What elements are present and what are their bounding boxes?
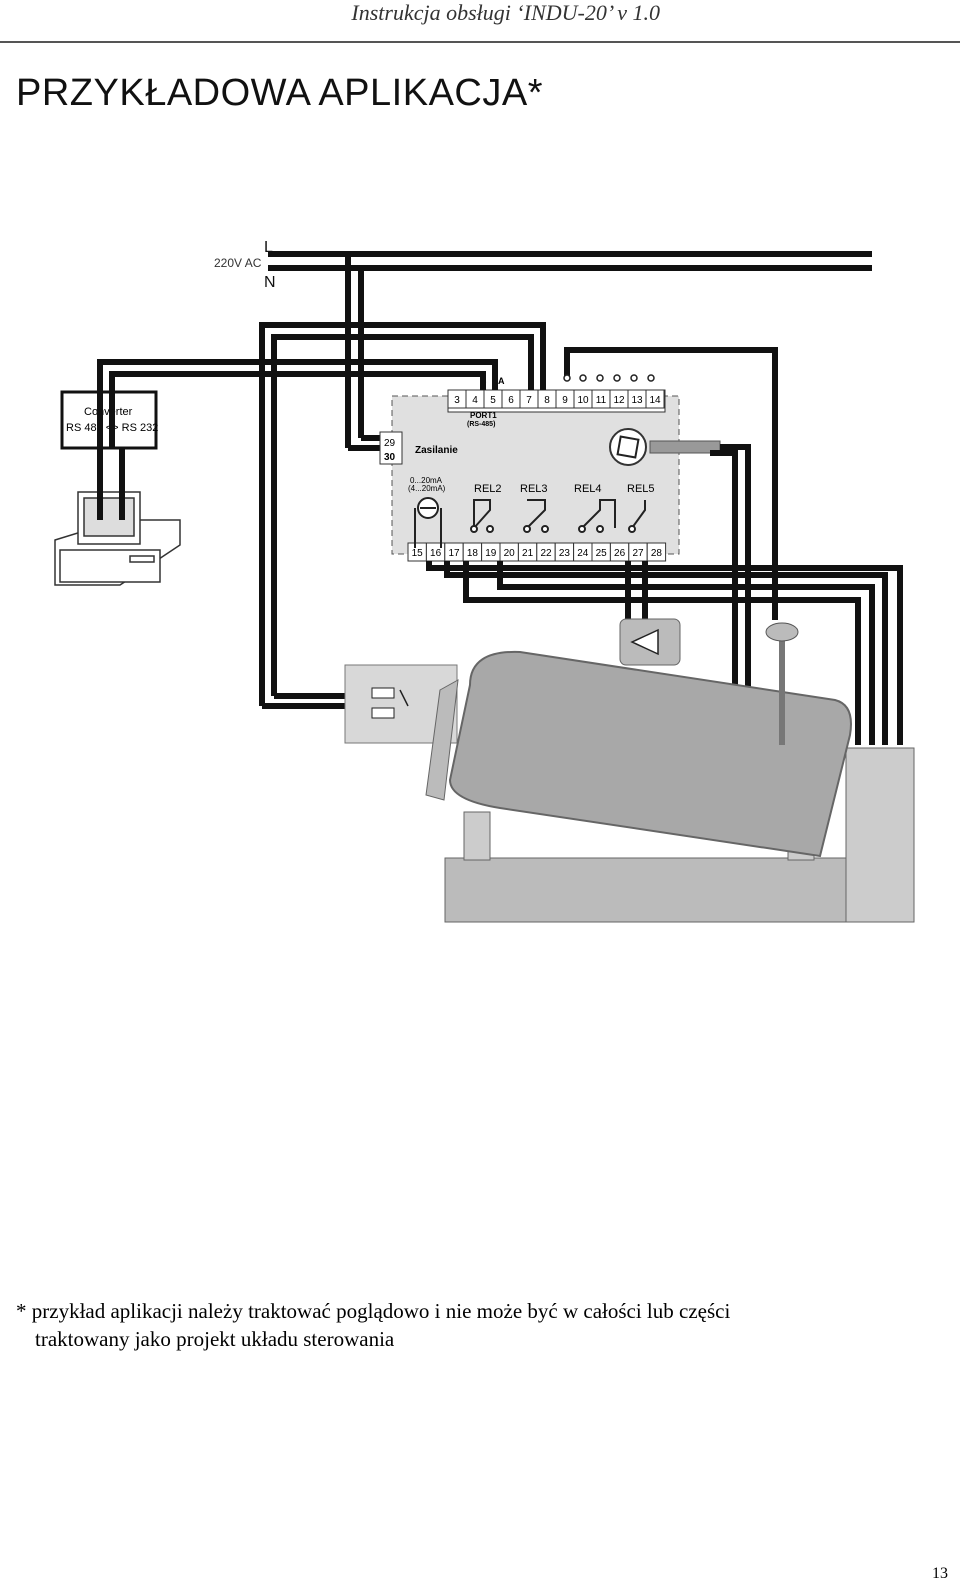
terminal-number: 17 (448, 548, 460, 559)
relay-output-pins (563, 374, 655, 382)
terminal-number: 8 (544, 395, 550, 406)
terminal-number: 25 (596, 548, 608, 559)
control-wires (259, 322, 903, 745)
terminal-number: 19 (485, 548, 497, 559)
terminal-number: 14 (649, 395, 661, 406)
terminal-number: 16 (430, 548, 442, 559)
terminal-cell (645, 389, 665, 409)
supply-label: 220V AC (214, 256, 262, 270)
terminal-number: 4 (472, 395, 478, 406)
relay-2-label: REL2 (474, 483, 502, 495)
port-type-label: (RS-485) (467, 421, 495, 428)
relay-5-label: REL5 (627, 483, 655, 495)
power-terminals (379, 431, 403, 465)
document-title: Instrukcja obsługi ‘INDU-20’ v 1.0 (351, 0, 660, 25)
computer-icon (54, 491, 181, 586)
footnote: * przykład aplikacji należy traktować po… (16, 1297, 730, 1353)
relay-3-label: REL3 (520, 483, 548, 495)
port-label: PORT1 (470, 411, 497, 420)
terminal-number: 18 (467, 548, 479, 559)
terminal-30: 30 (384, 452, 396, 463)
converter-title: Converter (84, 406, 133, 418)
terminal-number: 10 (577, 395, 589, 406)
terminal-number: 13 (631, 395, 643, 406)
relay-4-label: REL4 (574, 483, 602, 495)
terminal-number: 22 (540, 548, 552, 559)
tank-illustration (425, 622, 915, 923)
top-terminals: 3 4 5 6 7 8 9 10 11 12 13 14 (447, 389, 665, 409)
relay-contacts (470, 499, 646, 533)
terminal-number: 12 (613, 395, 625, 406)
page-title: PRZYKŁADOWA APLIKACJA* (16, 72, 543, 114)
horn-icon (630, 628, 659, 656)
rs485-wires (97, 359, 498, 520)
terminal-number: 20 (504, 548, 516, 559)
supply-lines (268, 251, 872, 451)
terminal-number: 21 (522, 548, 534, 559)
probe-cable (649, 440, 721, 454)
terminal-number: 27 (632, 548, 644, 559)
power-label: Zasilanie (415, 445, 458, 456)
terminal-number: 3 (454, 395, 460, 406)
terminal-29: 29 (384, 438, 396, 449)
terminal-number: 9 (562, 395, 568, 406)
footnote-line-1: * przykład aplikacji należy traktować po… (16, 1299, 731, 1323)
relay-labels: REL2 REL3 REL4 REL5 (474, 483, 655, 495)
terminal-cell (646, 542, 667, 562)
terminal-number: 24 (577, 548, 589, 559)
terminal-number: 7 (526, 395, 532, 406)
page-number: 13 (932, 1565, 948, 1582)
siren-icon (609, 428, 647, 466)
terminal-number: 11 (596, 395, 607, 406)
bottom-terminals: 15 16 17 18 19 20 21 22 23 24 25 26 27 28 (407, 542, 667, 562)
analog-range-alt: (4...20mA) (408, 484, 446, 493)
port-a-label: A (498, 376, 505, 386)
terminal-number: 28 (651, 548, 663, 559)
terminal-number: 5 (490, 395, 496, 406)
terminal-number: 15 (412, 548, 424, 559)
terminal-number: 23 (559, 548, 571, 559)
analog-range: 0...20mA (410, 476, 443, 485)
controller-module (391, 395, 680, 555)
header-rule (0, 41, 960, 43)
footnote-line-2: traktowany jako projekt układu sterowani… (35, 1327, 395, 1351)
line-n-label: N (264, 274, 276, 291)
line-l-label: L (264, 239, 273, 256)
terminal-number: 26 (614, 548, 626, 559)
terminal-number: 6 (508, 395, 514, 406)
